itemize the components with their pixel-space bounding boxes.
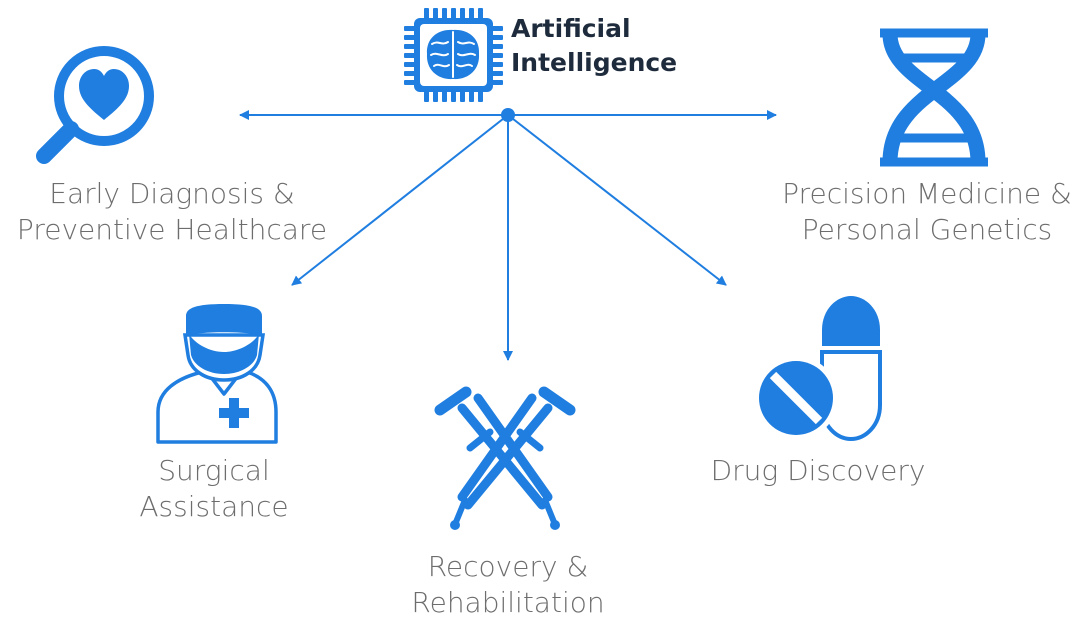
label-recovery-line1: Recovery & [427,550,589,583]
brain-chip-icon [404,8,503,102]
connectors [239,110,777,361]
label-precision-medicine-line2: Personal Genetics [801,213,1053,246]
hub-title-line1: Artificial [511,14,631,43]
crutches-icon [434,386,576,530]
hub-dot [501,108,515,122]
label-surgical-assistance: Surgical Assistance [114,453,314,525]
hub-title-line2: Intelligence [511,48,678,77]
dna-icon [880,28,988,167]
label-recovery: Recovery & Rehabilitation [404,549,612,621]
label-surgical-assistance-line1: Surgical [158,454,270,487]
label-surgical-assistance-line2: Assistance [139,490,289,523]
label-precision-medicine-line1: Precision Medicine & [782,177,1072,210]
arrow-to-surgical-assistance [291,114,509,286]
pills-icon [754,296,882,442]
label-drug-discovery: Drug Discovery [698,453,938,489]
label-early-diagnosis: Early Diagnosis & Preventive Healthcare [11,176,333,248]
surgeon-icon [156,304,278,444]
label-recovery-line2: Rehabilitation [411,586,605,619]
label-precision-medicine: Precision Medicine & Personal Genetics [772,176,1082,248]
magnifier-heart-icon [36,46,154,164]
label-early-diagnosis-line2: Preventive Healthcare [16,213,328,246]
hub-title: Artificial Intelligence [511,12,677,80]
arrow-to-drug-discovery [507,114,727,286]
label-early-diagnosis-line1: Early Diagnosis & [49,177,295,210]
label-drug-discovery-line1: Drug Discovery [710,454,926,487]
